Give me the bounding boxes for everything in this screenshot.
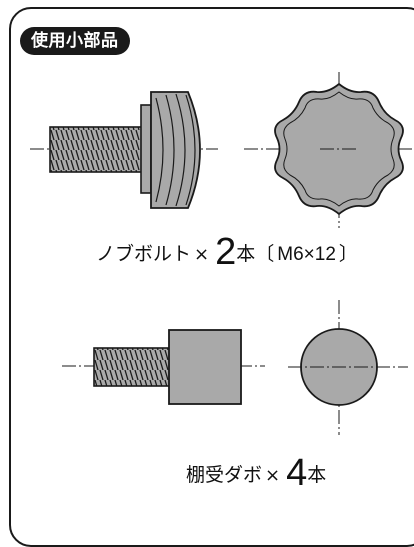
dowel-unit: 本	[307, 464, 327, 486]
knob-bolt-unit: 本	[236, 243, 256, 265]
dowel-quantity: 4	[286, 452, 308, 494]
knob-bolt-label: ノブボルト×2本〔M6×12〕	[96, 233, 358, 271]
knob-bolt-spec: M6×12	[277, 244, 336, 265]
header-title: 使用小部品	[20, 27, 130, 55]
knob-bolt-side-view	[30, 91, 218, 209]
knob-bolt-quantity: 2	[215, 231, 237, 273]
knob-bolt-name: ノブボルト	[96, 243, 192, 265]
dowel-side-view	[62, 329, 265, 405]
knob-bolt-bracket-close: 〕	[338, 243, 358, 265]
dowel-times: ×	[265, 465, 281, 486]
dowel-name: 棚受ダボ	[186, 464, 263, 486]
knob-bolt-times: ×	[194, 244, 210, 265]
knob-bolt-front-view	[244, 72, 414, 228]
knob-bolt-bracket-open: 〔	[255, 243, 275, 265]
dowel-front-view	[288, 300, 408, 435]
dowel-label: 棚受ダボ×4本	[186, 454, 327, 492]
parts-illustration	[30, 72, 414, 435]
